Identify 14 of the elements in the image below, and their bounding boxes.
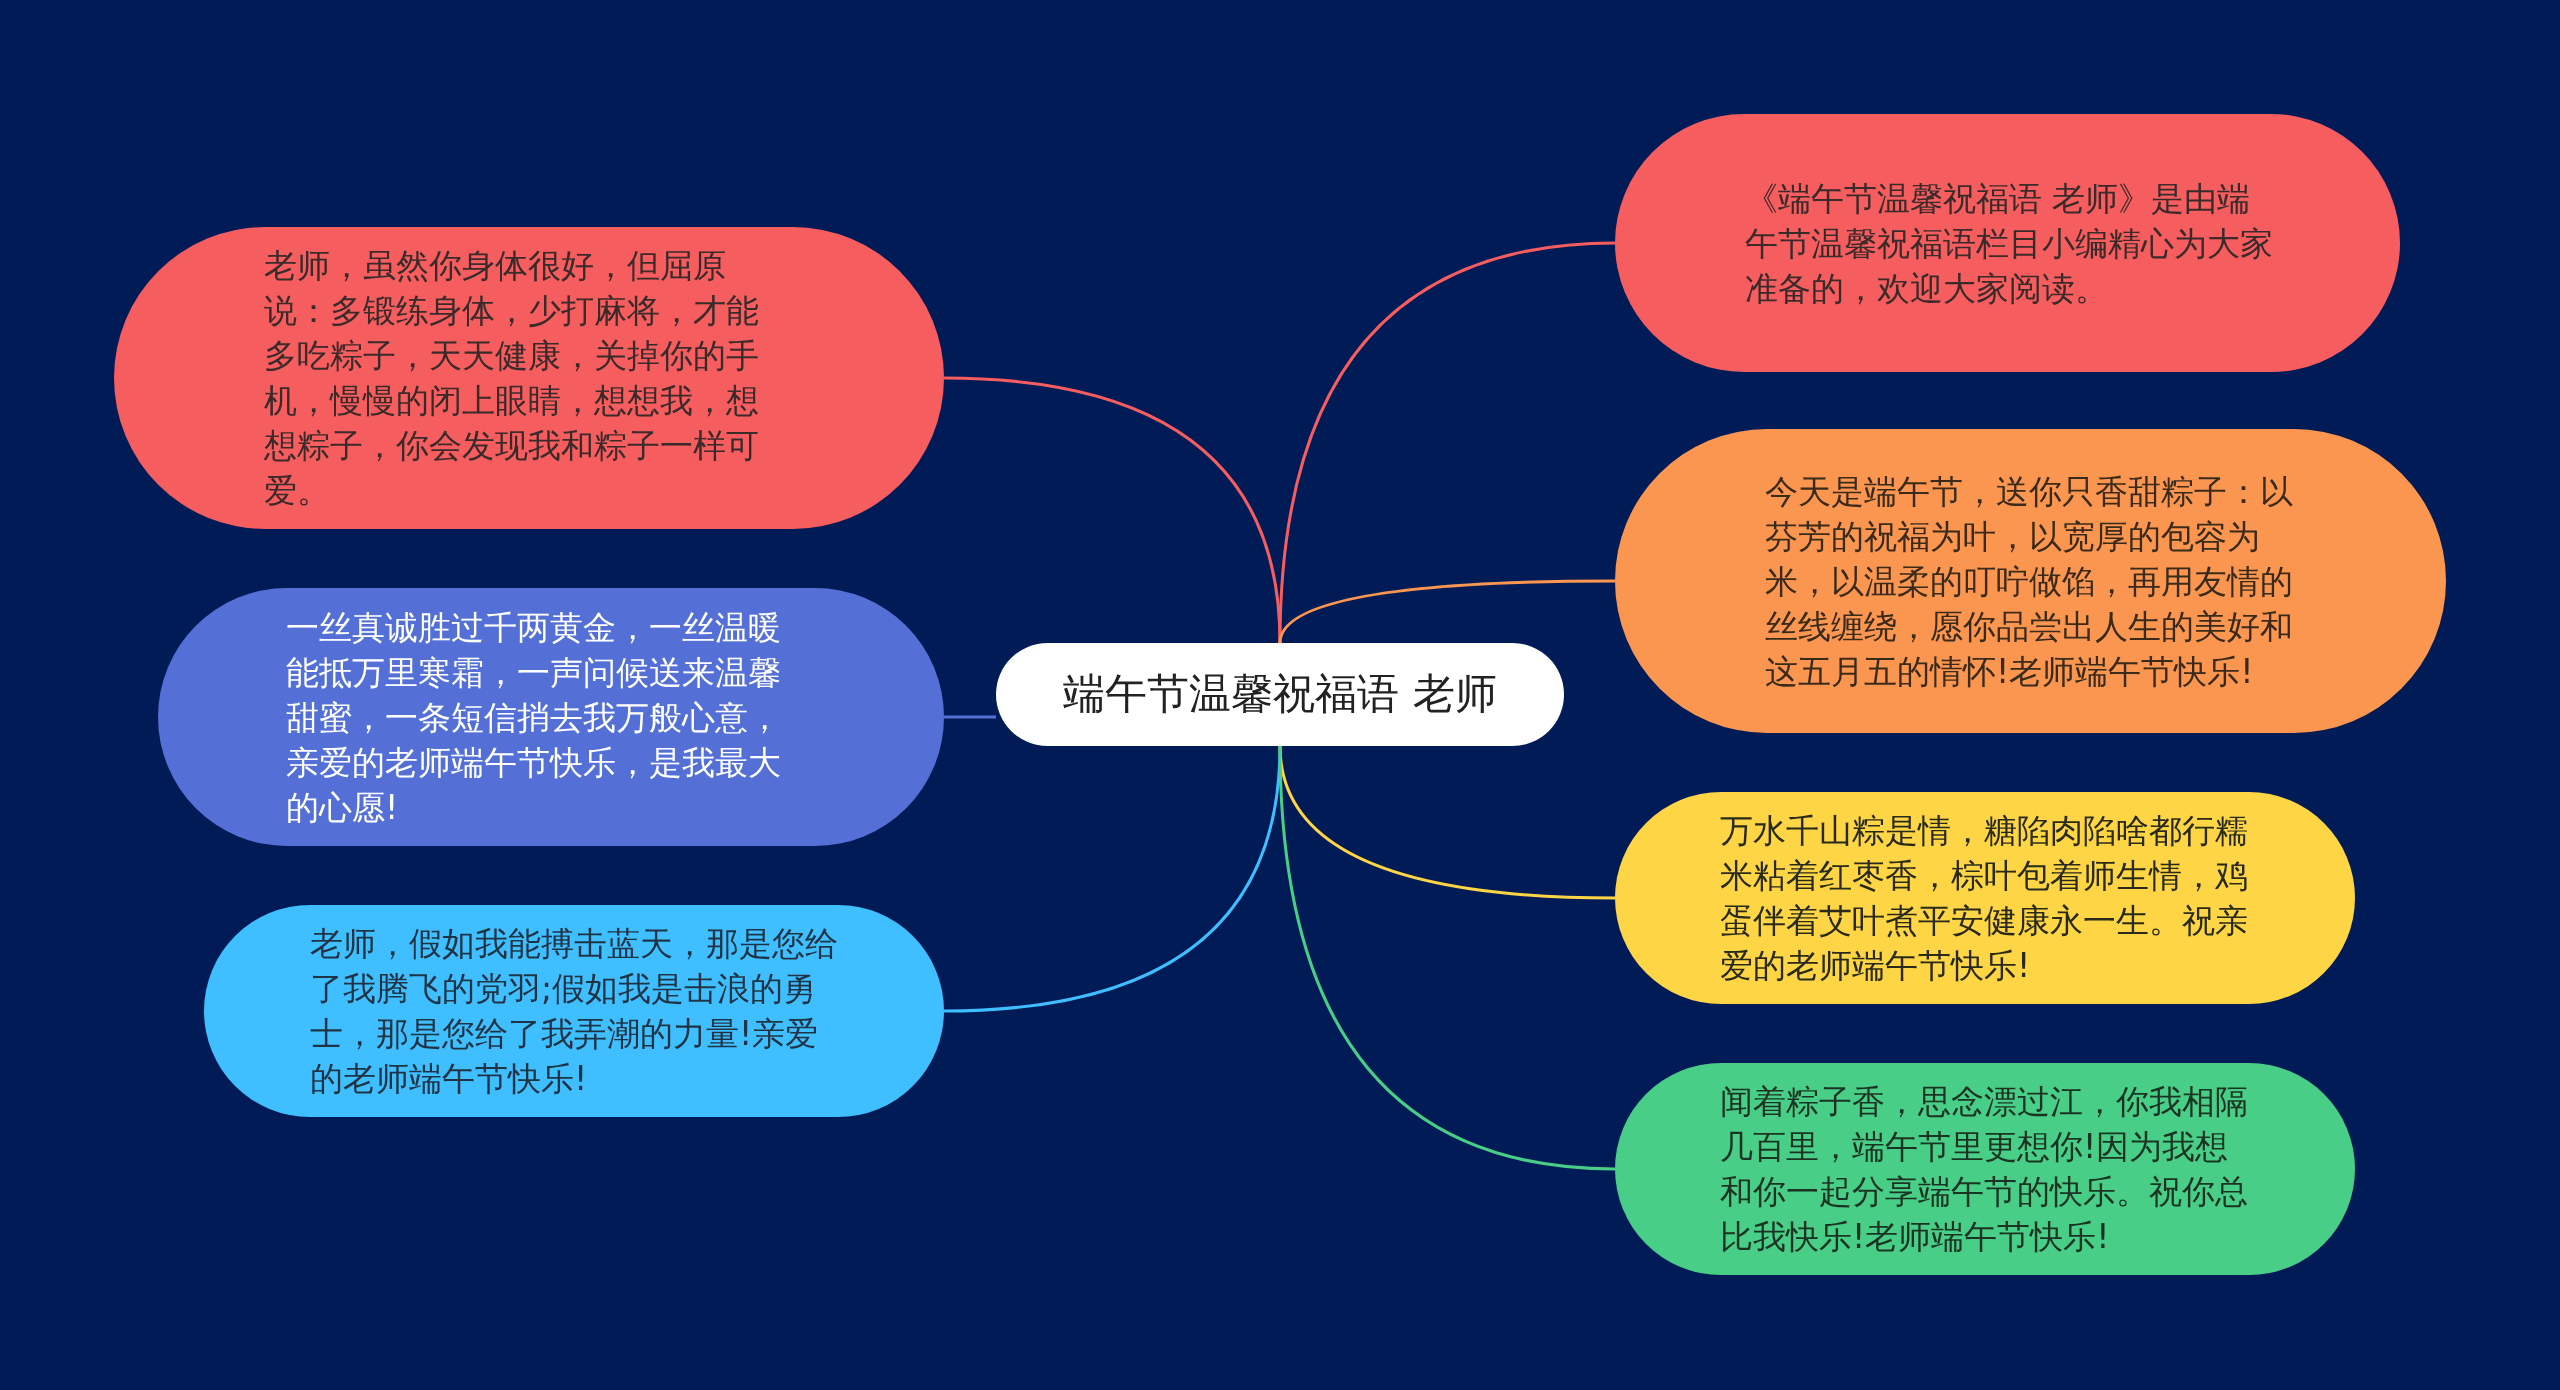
- connector-line: [1278, 745, 1616, 1171]
- connector-line: [1278, 241, 1616, 644]
- message-text: 老师，假如我能搏击蓝天，那是您给了我腾飞的党羽;假如我是击浪的勇士，那是您给了我弄潮的力量!亲爱的老师端午节快乐!: [310, 923, 839, 1100]
- message-text: 老师，虽然你身体很好，但屈原说：多锻练身体，少打麻将，才能多吃粽子，天天健康，关掉你的手机，慢慢的闭上眼睛，想想我，想想粽子，你会发现我和粽子一样可爱。: [264, 245, 760, 512]
- message-text: 一丝真诚胜过千两黄金，一丝温暖能抵万里寒霜，一声问候送来温馨甜蜜，一条短信捎去我万般心意，亲爱的老师端午节快乐，是我最大的心愿!: [286, 606, 782, 829]
- connector-line: [943, 376, 1282, 644]
- message-text: 万水千山粽是情，糖陷肉陷啥都行糯米粘着红枣香，棕叶包着师生情，鸡蛋伴着艾叶煮平安健康永一生。祝亲爱的老师端午节快乐!: [1720, 810, 2249, 987]
- connector-line: [944, 715, 996, 719]
- connector-line: [943, 745, 1282, 1013]
- message-text: 今天是端午节，送你只香甜粽子：以芬芳的祝福为叶，以宽厚的包容为米，以温柔的叮咛做馅，再用友情的丝线缠绕，愿你品尝出人生的美好和这五月五的情怀!老师端午节快乐!: [1765, 470, 2294, 693]
- message-text: 闻着粽子香，思念漂过江，你我相隔几百里，端午节里更想你!因为我想和你一起分享端午节的快乐。祝你总比我快乐!老师端午节快乐!: [1720, 1081, 2249, 1258]
- topic-text: 端午节温馨祝福语 老师: [1063, 668, 1497, 721]
- message-text: 《端午节温馨祝福语 老师》是由端午节温馨祝福语栏目小编精心为大家准备的，欢迎大家阅读。: [1745, 177, 2274, 310]
- connector-line: [1278, 579, 1615, 644]
